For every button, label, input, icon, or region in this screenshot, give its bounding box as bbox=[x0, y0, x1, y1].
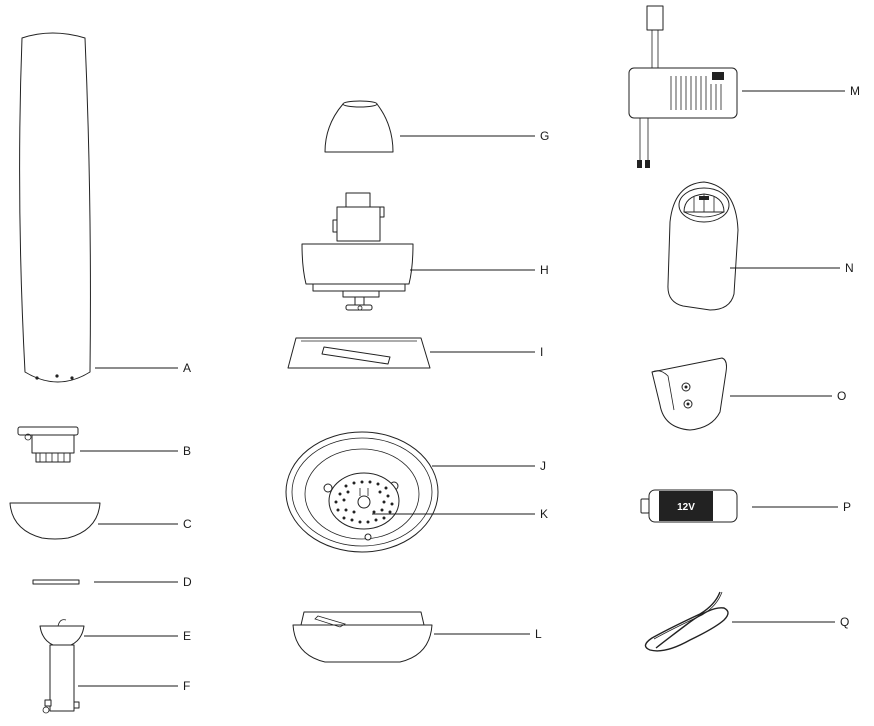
blade-drawing bbox=[19, 32, 91, 383]
label-m: M bbox=[850, 84, 860, 98]
wire-drawing bbox=[644, 591, 729, 652]
downrod-ball-drawing bbox=[39, 619, 85, 646]
label-p: P bbox=[843, 500, 851, 514]
downrod-drawing bbox=[42, 644, 80, 714]
label-f: F bbox=[183, 679, 190, 693]
canopy-drawing bbox=[324, 100, 394, 153]
label-q: Q bbox=[840, 615, 849, 629]
led-board-drawing bbox=[328, 472, 400, 530]
cover-ring-drawing bbox=[32, 579, 80, 585]
label-c: C bbox=[183, 517, 192, 531]
label-n: N bbox=[845, 261, 854, 275]
label-h: H bbox=[540, 263, 549, 277]
glass-shade-drawing bbox=[292, 611, 433, 663]
label-j: J bbox=[540, 459, 546, 473]
label-g: G bbox=[540, 129, 549, 143]
motor-drawing bbox=[301, 192, 414, 311]
battery-drawing bbox=[640, 489, 738, 523]
remote-control-drawing bbox=[667, 181, 739, 311]
label-k: K bbox=[540, 507, 548, 521]
switch-housing-cover-drawing bbox=[287, 337, 431, 369]
motor-cover-drawing bbox=[9, 502, 101, 540]
blade-bracket-drawing bbox=[17, 426, 79, 463]
label-o: O bbox=[837, 389, 846, 403]
battery-voltage-text: 12V bbox=[677, 502, 695, 513]
label-d: D bbox=[183, 575, 192, 589]
label-l: L bbox=[535, 627, 542, 641]
label-e: E bbox=[183, 629, 191, 643]
receiver-drawing bbox=[628, 5, 738, 168]
label-b: B bbox=[183, 444, 191, 458]
remote-holder-drawing bbox=[651, 357, 727, 431]
label-i: I bbox=[540, 345, 543, 359]
label-a: A bbox=[183, 361, 191, 375]
